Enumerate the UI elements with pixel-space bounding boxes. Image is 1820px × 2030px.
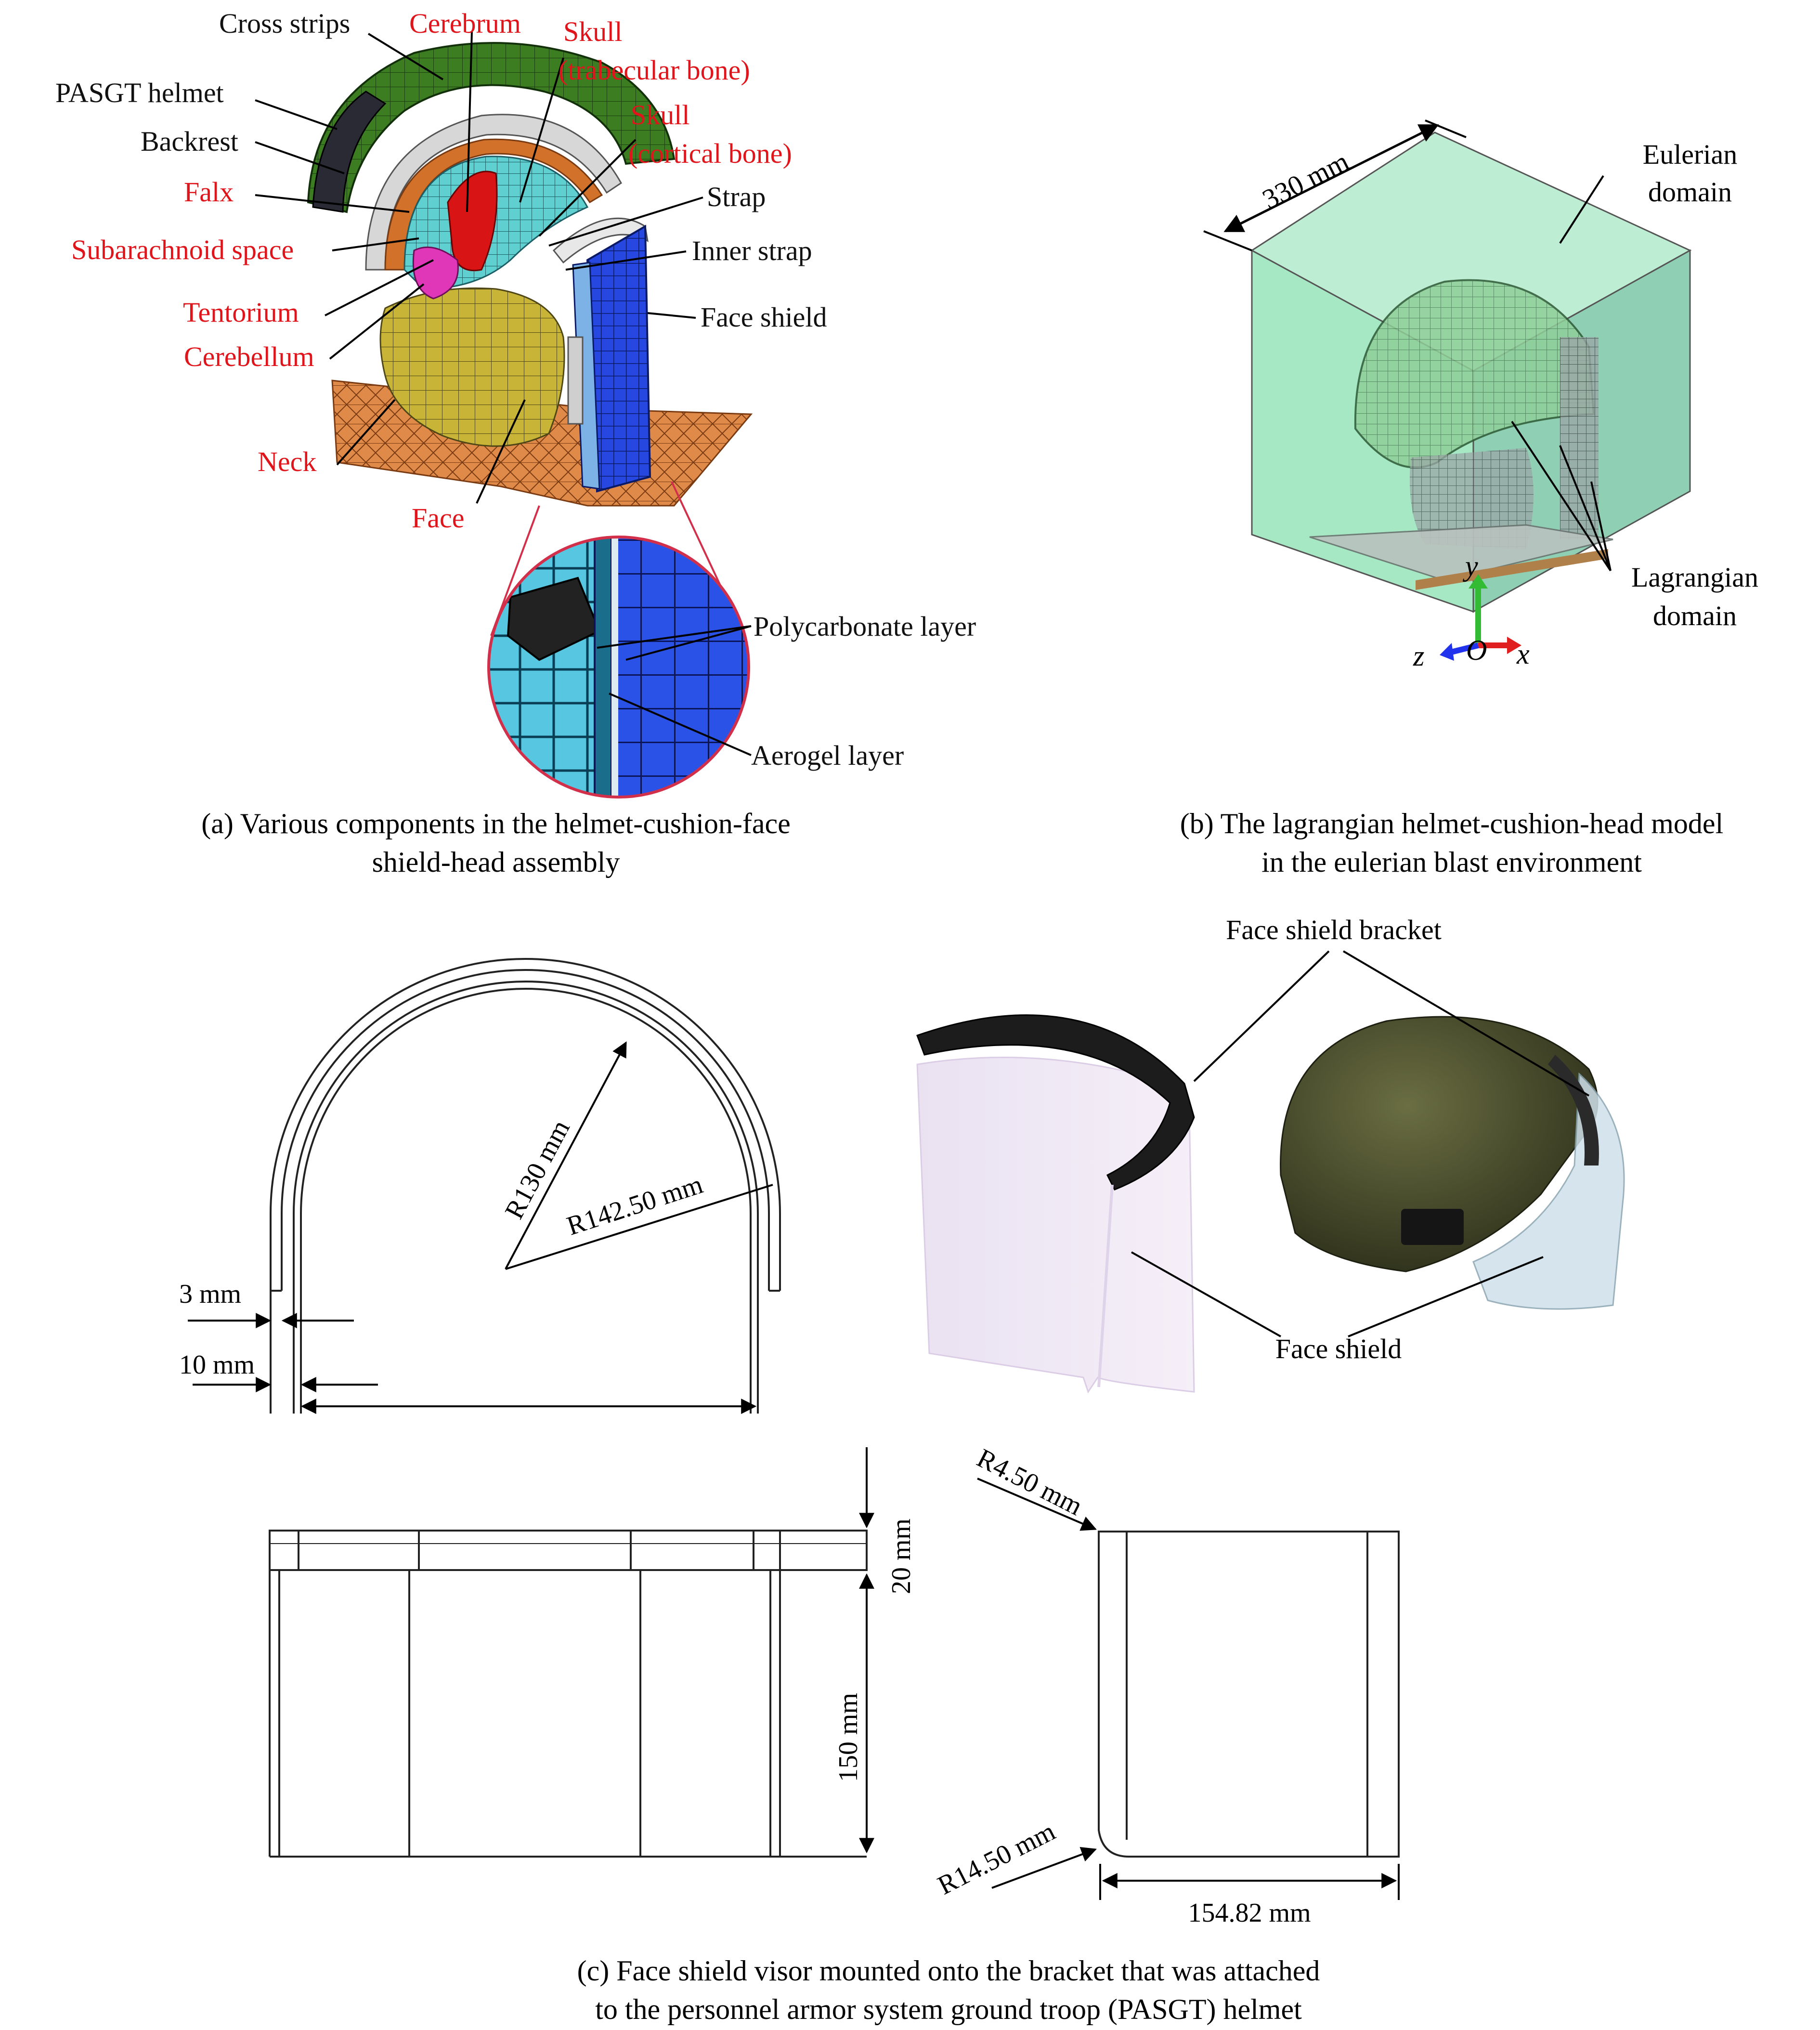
label-inner-strap: Inner strap	[692, 235, 812, 266]
label-face: Face	[412, 502, 465, 534]
label-150mm: 150 mm	[833, 1693, 863, 1782]
real-bracket	[1548, 1055, 1599, 1166]
label-20mm: 20 mm	[886, 1519, 916, 1594]
face-mesh	[379, 287, 565, 447]
label-face-shield-a: Face shield	[701, 301, 827, 333]
bracket-band	[916, 1014, 1195, 1191]
label-cerebrum: Cerebrum	[409, 8, 521, 39]
strap-mesh	[552, 217, 649, 264]
label-10mm: 10 mm	[179, 1350, 255, 1380]
helmet-shell	[307, 42, 676, 213]
dim-330-line	[1223, 124, 1439, 233]
label-r4: R4.50 mm	[972, 1443, 1087, 1521]
label-skull-trabecular-1: Skull	[563, 16, 623, 47]
label-neck: Neck	[258, 446, 316, 477]
label-pasgt-helmet: PASGT helmet	[55, 77, 224, 108]
label-lagrangian-1: Lagrangian	[1631, 562, 1758, 593]
label-face-shield-bracket: Face shield bracket	[1226, 914, 1442, 945]
lagrangian-head	[1410, 448, 1534, 549]
panel-c-top-dims	[188, 1041, 773, 1414]
label-lagrangian-2: domain	[1653, 600, 1737, 631]
label-skull-cortical-2: (cortical bone)	[628, 138, 792, 169]
label-eulerian-2: domain	[1648, 176, 1732, 208]
lagrangian-face-shield	[1560, 337, 1599, 539]
label-polycarbonate: Polycarbonate layer	[754, 611, 976, 642]
panel-c-top-view	[270, 958, 781, 1414]
axis-o-label: O	[1466, 634, 1487, 666]
label-3mm: 3 mm	[179, 1279, 241, 1309]
real-helmet-shell	[1280, 1016, 1599, 1272]
label-face-shield-c: Face shield	[1275, 1333, 1402, 1364]
caption-c-line1: (c) Face shield visor mounted onto the b…	[577, 1955, 1320, 1987]
label-aerogel: Aerogel layer	[751, 740, 904, 771]
label-cross-strips: Cross strips	[219, 8, 350, 39]
skull-rings	[365, 114, 622, 271]
label-r14: R14.50 mm	[933, 1816, 1060, 1900]
caption-a-line2: shield-head assembly	[372, 846, 620, 878]
label-strap: Strap	[707, 181, 766, 212]
caption-c-line2: to the personnel armor system ground tro…	[595, 1993, 1302, 2025]
axis-x-label: x	[1516, 638, 1530, 670]
cerebellum-mesh	[412, 246, 459, 300]
label-eulerian-1: Eulerian	[1643, 139, 1737, 170]
caption-a-line1: (a) Various components in the helmet-cus…	[201, 808, 791, 839]
label-skull-trabecular-2: (trabecular bone)	[559, 54, 750, 86]
label-falx: Falx	[184, 176, 234, 208]
label-subarachnoid: Subarachnoid space	[71, 234, 294, 265]
panel-a-leaders	[255, 31, 752, 756]
panel-c-photo-leaders	[1131, 950, 1590, 1337]
panel-c-front-view	[269, 1530, 868, 1858]
visor-sheet	[916, 1056, 1195, 1394]
axis-y-label: y	[1462, 550, 1478, 582]
label-cerebellum: Cerebellum	[184, 341, 314, 372]
caption-b-line1: (b) The lagrangian helmet-cushion-head m…	[1180, 808, 1724, 839]
label-tentorium: Tentorium	[183, 297, 299, 328]
real-clip	[1401, 1209, 1464, 1245]
falx-mesh	[447, 170, 498, 272]
panel-c-side-view	[1098, 1531, 1400, 1858]
label-r142: R142.50 mm	[563, 1169, 706, 1241]
panel-c-side-dims	[977, 1478, 1400, 1900]
axis-z-label: z	[1413, 640, 1424, 672]
label-154mm: 154.82 mm	[1188, 1898, 1311, 1928]
real-helmet-illustration	[1280, 1016, 1625, 1310]
label-skull-cortical-1: Skull	[631, 99, 690, 131]
bracket-visor-illustration	[916, 1014, 1195, 1394]
lagrangian-base	[1309, 524, 1613, 581]
panel-a-illustration	[307, 42, 753, 507]
label-backrest: Backrest	[141, 126, 238, 157]
caption-b-line2: in the eulerian blast environment	[1261, 846, 1642, 878]
backrest-mesh	[312, 91, 387, 213]
panel-b-illustration	[1203, 119, 1692, 661]
magnifier-inset	[487, 481, 750, 799]
